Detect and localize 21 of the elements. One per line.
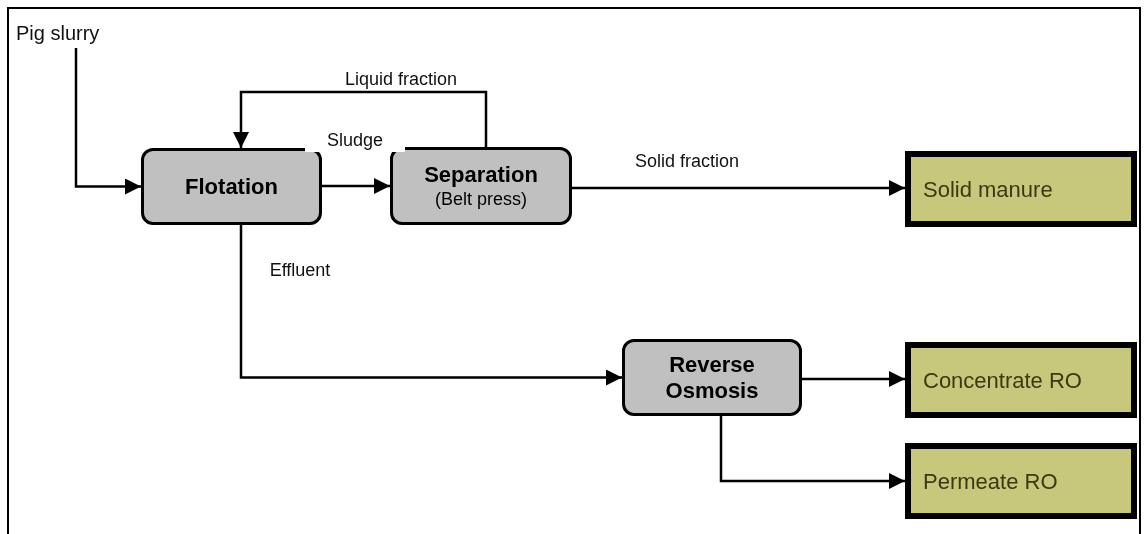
- arrow: [74, 48, 141, 195]
- process-box: [141, 148, 322, 225]
- arrow: [322, 178, 390, 194]
- process-note: (Belt press): [435, 188, 527, 210]
- output-box: Concentrate RO: [905, 342, 1137, 418]
- process-name: Reverse Osmosis: [664, 351, 760, 404]
- output-box: Solid manure: [905, 151, 1137, 227]
- process-box: [622, 339, 802, 416]
- arrow: [572, 180, 905, 196]
- arrow: [233, 90, 488, 148]
- arrow: [719, 416, 905, 489]
- process-box: [390, 147, 572, 225]
- edge-label: Effluent: [268, 259, 332, 282]
- arrow: [239, 225, 622, 386]
- edge-label: Solid fraction: [633, 150, 741, 173]
- input-label: Pig slurry: [16, 18, 100, 48]
- process-name: Separation: [423, 162, 539, 188]
- edge-label: Liquid fraction: [343, 68, 459, 91]
- process-name: Flotation: [184, 173, 279, 200]
- output-box: Permeate RO: [905, 443, 1137, 519]
- arrow: [802, 371, 905, 387]
